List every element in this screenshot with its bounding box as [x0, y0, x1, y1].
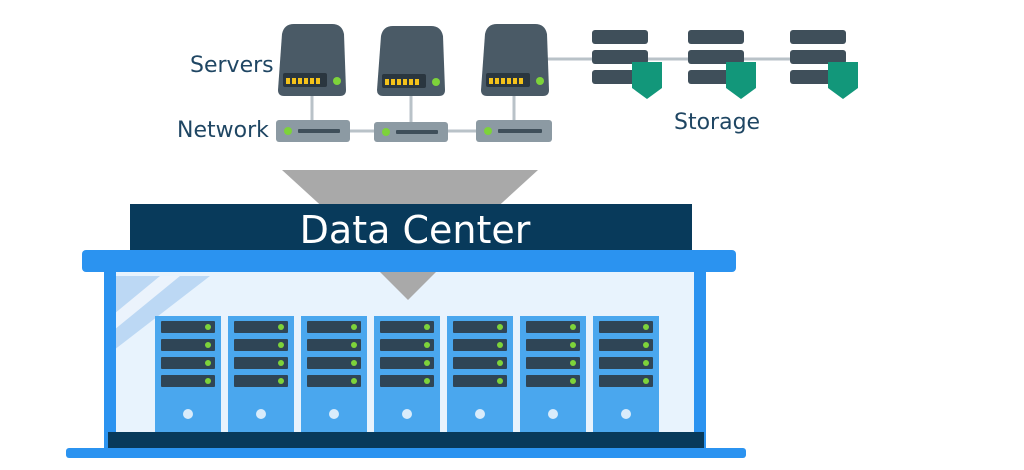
banner-title: Data Center: [300, 208, 531, 252]
storage-label: Storage: [674, 110, 760, 135]
storage-shield-icon: [688, 30, 756, 99]
server-rack-icon: [301, 316, 367, 432]
floor: [108, 432, 704, 448]
right-pillar: [694, 266, 706, 452]
server-rack-icon: [228, 316, 294, 432]
base-beam: [66, 448, 746, 458]
banner: [130, 204, 692, 250]
servers-label: Servers: [190, 53, 274, 78]
server-rack-icon: [593, 316, 659, 432]
network-label: Network: [177, 118, 269, 143]
roof-beam: [82, 250, 736, 272]
server-icon: [481, 24, 549, 96]
server-rack-icon: [155, 316, 221, 432]
funnel-tip-icon: [380, 272, 436, 300]
server-racks: [155, 316, 659, 432]
server-rack-icon: [447, 316, 513, 432]
storage-shield-icon: [592, 30, 662, 99]
server-rack-icon: [520, 316, 586, 432]
server-icon: [377, 26, 445, 96]
server-rack-icon: [374, 316, 440, 432]
network-switch-icon: [276, 120, 350, 142]
network-switch-icon: [476, 120, 552, 142]
server-network-connectors: [310, 96, 516, 122]
server-icon: [278, 24, 346, 96]
storage-shield-icon: [790, 30, 858, 99]
left-pillar: [104, 266, 116, 452]
network-switch-icon: [374, 122, 448, 142]
funnel-icon: [282, 170, 538, 212]
